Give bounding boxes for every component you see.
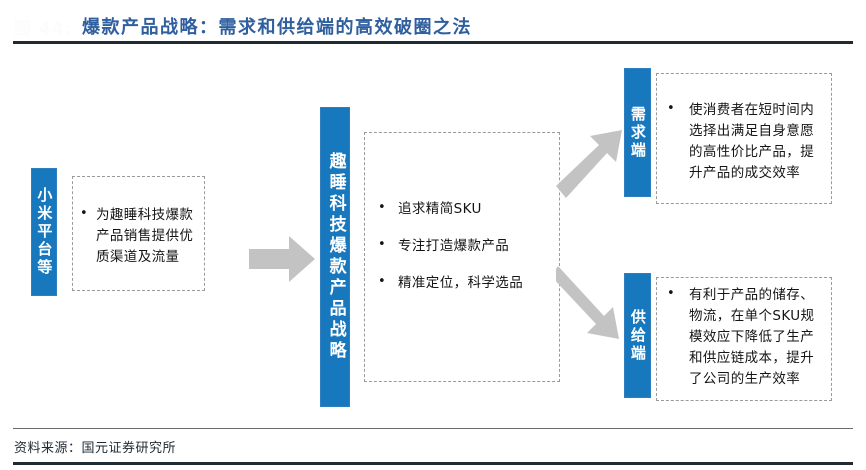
figure-number: 图 44: <box>14 19 73 39</box>
node-platform: 小米平台等 <box>31 168 57 296</box>
node-platform-label: 小米平台等 <box>35 187 54 277</box>
list-item: 有利于产品的储存、物流，在单个SKU规模效应下降低了生产和供应链成本，提升了公司… <box>667 284 827 390</box>
arrow-platform-to-strategy-icon <box>249 236 315 282</box>
panel-supply-list: 有利于产品的储存、物流，在单个SKU规模效应下降低了生产和供应链成本，提升了公司… <box>667 284 827 390</box>
node-supply-label: 供给端 <box>628 308 647 363</box>
panel-platform-list: 为趣睡科技爆款产品销售提供优质渠道及流量 <box>80 204 202 268</box>
node-strategy-label: 趣睡科技爆款产品战略 <box>325 152 346 362</box>
arrow-strategy-to-demand-icon <box>556 130 622 198</box>
panel-strategy-list: 追求精简SKU 专注打造爆款产品 精准定位，科学选品 <box>378 198 558 294</box>
list-item: 使消费者在短时间内选择出满足自身意愿的高性价比产品，提升产品的成交效率 <box>667 99 827 184</box>
list-item: 精准定位，科学选品 <box>378 272 558 294</box>
arrow-strategy-to-supply-icon <box>556 266 619 339</box>
list-item: 专注打造爆款产品 <box>378 235 558 257</box>
list-item: 追求精简SKU <box>378 198 558 220</box>
figure-title: 爆款产品战略：需求和供给端的高效破圈之法 <box>82 17 472 38</box>
footer-divider-thin <box>13 428 853 429</box>
node-demand: 需求端 <box>624 68 651 197</box>
header-divider <box>13 41 853 44</box>
list-item: 为趣睡科技爆款产品销售提供优质渠道及流量 <box>80 204 202 268</box>
figure-source: 资料来源：国元证券研究所 <box>14 441 177 456</box>
panel-platform <box>72 176 205 291</box>
panel-demand <box>656 73 832 204</box>
node-demand-label: 需求端 <box>628 105 647 160</box>
panel-supply <box>656 277 832 401</box>
node-supply: 供给端 <box>624 273 651 398</box>
panel-demand-list: 使消费者在短时间内选择出满足自身意愿的高性价比产品，提升产品的成交效率 <box>667 99 827 184</box>
node-strategy: 趣睡科技爆款产品战略 <box>320 107 350 407</box>
footer-divider-thick <box>13 462 853 465</box>
panel-strategy <box>364 132 560 382</box>
